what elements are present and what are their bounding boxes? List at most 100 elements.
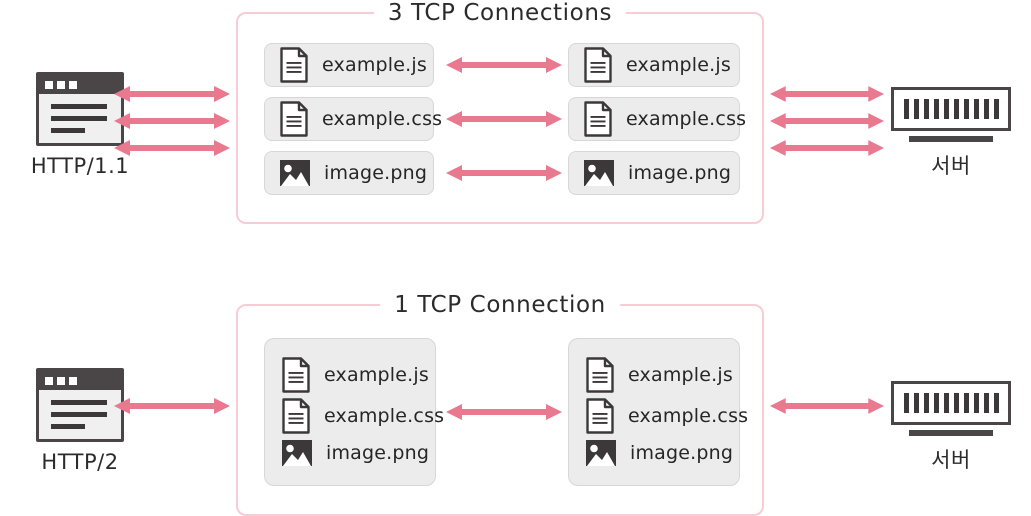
browser-titlebar <box>39 75 121 94</box>
document-icon <box>280 47 308 83</box>
image-icon <box>584 160 614 186</box>
image-icon <box>280 160 310 186</box>
server-bar <box>983 393 989 413</box>
server-arrow-2 <box>768 110 886 132</box>
file-name: example.css <box>324 404 445 427</box>
server-bar <box>903 99 909 119</box>
document-icon <box>282 398 310 434</box>
browser-content-line <box>51 116 107 121</box>
file-name: example.css <box>626 108 747 130</box>
server-rack-icon <box>891 381 1011 436</box>
browser-dot-3 <box>69 376 77 385</box>
file-chip-left-1[interactable]: example.js <box>264 43 434 87</box>
server-bar <box>963 99 969 119</box>
section-http2: HTTP/2 1 TCP Connection example.js <box>0 258 1031 516</box>
server-stand <box>909 136 993 142</box>
document-icon <box>282 357 310 394</box>
file-chip-right-2[interactable]: example.css <box>568 97 746 141</box>
client-arrow-2 <box>112 110 232 132</box>
document-icon <box>586 357 614 394</box>
browser-content-line <box>51 400 107 405</box>
file-group-right[interactable]: example.js example.css <box>568 338 748 486</box>
file-row-1[interactable]: example.js <box>585 357 733 394</box>
file-chip-right-1[interactable]: example.js <box>568 43 740 87</box>
server-bar <box>953 99 959 119</box>
file-name: image.png <box>628 162 732 184</box>
tcp-panel-http2: 1 TCP Connection example.js <box>236 292 764 516</box>
file-name: image.png <box>324 162 428 184</box>
file-name: example.css <box>322 108 443 130</box>
client-label: HTTP/1.1 <box>30 154 130 178</box>
file-row-3[interactable]: image.png <box>281 439 429 467</box>
file-name: example.js <box>324 364 429 387</box>
server-endpoint-http2: 서버 <box>871 381 1031 474</box>
server-bar <box>933 393 939 413</box>
server-stand <box>909 430 993 436</box>
browser-content <box>39 390 121 429</box>
file-row-3[interactable]: image.png <box>585 439 733 467</box>
browser-dot-1 <box>45 376 53 385</box>
server-arrow-1 <box>768 83 886 105</box>
server-arrow-3 <box>768 137 886 159</box>
inner-arrow-2 <box>444 108 564 130</box>
server-bar <box>923 393 929 413</box>
browser-dot-2 <box>57 376 65 385</box>
client-label: HTTP/2 <box>41 450 119 474</box>
client-endpoint-http2: HTTP/2 <box>0 368 160 474</box>
file-name: example.js <box>322 54 427 76</box>
inner-arrow-1 <box>444 401 564 423</box>
server-bar <box>963 393 969 413</box>
file-chip-left-3[interactable]: image.png <box>264 151 434 195</box>
file-group-left[interactable]: example.js example.css <box>264 338 444 486</box>
document-icon <box>280 101 308 137</box>
browser-content-line <box>51 128 85 133</box>
server-bar <box>923 99 929 119</box>
server-bar <box>903 393 909 413</box>
image-icon <box>586 439 616 466</box>
browser-content-line <box>51 424 85 429</box>
document-icon <box>584 101 612 137</box>
server-endpoint-http11: 서버 <box>871 87 1031 180</box>
browser-dot-1 <box>45 80 53 89</box>
tcp-panel-http11: 3 TCP Connections example.js <box>236 0 764 224</box>
file-name: image.png <box>630 441 734 464</box>
browser-dot-2 <box>57 80 65 89</box>
image-icon <box>282 439 312 466</box>
browser-dot-3 <box>69 80 77 89</box>
server-bar <box>943 393 949 413</box>
browser-content-line <box>51 104 107 109</box>
server-bar <box>993 393 999 413</box>
server-label: 서버 <box>931 448 971 472</box>
server-rack-icon <box>891 87 1011 142</box>
server-bar <box>933 99 939 119</box>
client-endpoint-http11: HTTP/1.1 <box>0 72 160 178</box>
browser-titlebar <box>39 371 121 390</box>
document-icon <box>584 47 612 83</box>
file-row-2[interactable]: example.css <box>281 398 444 434</box>
server-bar <box>973 393 979 413</box>
file-name: example.css <box>628 404 749 427</box>
file-row-1[interactable]: example.js <box>281 357 429 394</box>
file-name: example.js <box>628 364 733 387</box>
file-chip-left-2[interactable]: example.css <box>264 97 442 141</box>
server-arrow-1 <box>768 395 886 417</box>
client-arrow-1 <box>112 83 232 105</box>
file-chip-right-3[interactable]: image.png <box>568 151 740 195</box>
file-name: image.png <box>326 441 430 464</box>
server-bar <box>973 99 979 119</box>
browser-content <box>39 94 121 133</box>
inner-arrow-1 <box>444 54 564 76</box>
client-arrow-3 <box>112 137 232 159</box>
server-label: 서버 <box>931 154 971 178</box>
server-bar <box>953 393 959 413</box>
server-body <box>891 381 1011 425</box>
browser-window-icon <box>36 368 124 442</box>
file-row-2[interactable]: example.css <box>585 398 748 434</box>
panel-title-http11: 3 TCP Connections <box>373 0 627 26</box>
browser-content-line <box>51 412 107 417</box>
server-bar <box>993 99 999 119</box>
server-bar <box>983 99 989 119</box>
file-name: example.js <box>626 54 731 76</box>
panel-title-http2: 1 TCP Connection <box>380 292 620 318</box>
